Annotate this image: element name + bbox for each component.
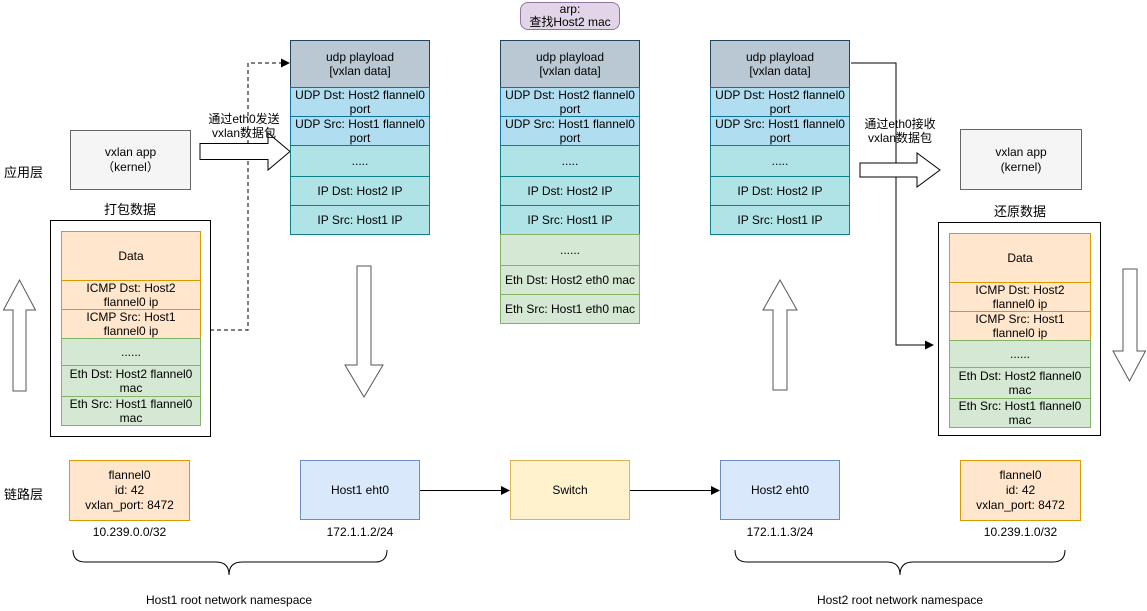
packet-field: UDP Src: Host1 flannel0 port bbox=[290, 116, 430, 146]
solid-connector-arrowhead-icon bbox=[925, 340, 934, 350]
packet-field: udp playload [vxlan data] bbox=[710, 40, 850, 88]
down-arrow-icon bbox=[1112, 268, 1147, 383]
host1-namespace-label: Host1 root network namespace bbox=[145, 593, 313, 607]
host1-to-switch-arrowhead-icon bbox=[501, 486, 510, 495]
packet-field: Data bbox=[61, 231, 201, 281]
udp-packet-stack-right: udp playload [vxlan data] UDP Dst: Host2… bbox=[710, 40, 850, 235]
packet-field: UDP Src: Host1 flannel0 port bbox=[710, 116, 850, 146]
packet-field: Eth Src: Host1 flannel0 mac bbox=[61, 396, 201, 426]
packet-field: Data bbox=[949, 233, 1091, 283]
packet-field: UDP Dst: Host2 flannel0 port bbox=[500, 87, 640, 117]
packet-field: Eth Dst: Host2 flannel0 mac bbox=[61, 365, 201, 397]
packet-field: ...... bbox=[61, 338, 201, 366]
packet-field: ICMP Dst: Host2 flannel0 ip bbox=[949, 282, 1091, 312]
receive-right-arrow-icon bbox=[859, 152, 941, 188]
dashed-connector bbox=[210, 62, 281, 331]
send-note: 通过eth0发送 vxlan数据包 bbox=[208, 112, 280, 140]
host1-eth0-node: Host1 eht0 bbox=[300, 460, 420, 520]
host2-namespace-label: Host2 root network namespace bbox=[816, 593, 984, 607]
packet-field: Eth Src: Host1 flannel0 mac bbox=[949, 398, 1091, 428]
dashed-connector-arrowhead-icon bbox=[281, 58, 290, 68]
solid-connector bbox=[851, 62, 925, 346]
arp-note: arp: 查找Host2 mac bbox=[520, 2, 620, 30]
packet-field: udp playload [vxlan data] bbox=[500, 40, 640, 88]
packed-data-label: 打包数据 bbox=[103, 202, 156, 217]
up-arrow-icon bbox=[2, 278, 37, 392]
packet-field: UDP Src: Host1 flannel0 port bbox=[500, 116, 640, 146]
packet-field: IP Dst: Host2 IP bbox=[710, 176, 850, 206]
packet-field: ICMP Src: Host1 flannel0 ip bbox=[949, 311, 1091, 341]
packet-field: Eth Src: Host1 eth0 mac bbox=[500, 294, 640, 324]
vxlan-app-left-box: vxlan app （kernel） bbox=[70, 130, 191, 190]
packed-data-box: Data ICMP Dst: Host2 flannel0 ip ICMP Sr… bbox=[50, 220, 211, 437]
host2-namespace-brace bbox=[734, 549, 1066, 576]
udp-packet-stack-middle: udp playload [vxlan data] UDP Dst: Host2… bbox=[500, 40, 640, 324]
packet-field: IP Dst: Host2 IP bbox=[500, 176, 640, 206]
up-arrow-icon bbox=[762, 278, 798, 391]
restored-data-label: 还原数据 bbox=[993, 204, 1046, 219]
packet-field: ICMP Src: Host1 flannel0 ip bbox=[61, 309, 201, 339]
host2-eth0-node: Host2 eht0 bbox=[720, 460, 840, 520]
restored-data-box: Data ICMP Dst: Host2 flannel0 ip ICMP Sr… bbox=[938, 222, 1101, 436]
packet-field: UDP Dst: Host2 flannel0 port bbox=[710, 87, 850, 117]
packet-field: ...... bbox=[500, 234, 640, 266]
vxlan-app-right-box: vxlan app (kernel) bbox=[960, 129, 1082, 190]
flannel0-left-subnet: 10.239.0.0/32 bbox=[92, 525, 167, 539]
send-right-arrow-icon bbox=[199, 131, 291, 172]
packet-field: udp playload [vxlan data] bbox=[290, 40, 430, 88]
host1-eth0-ip: 172.1.1.2/24 bbox=[326, 525, 394, 539]
host1-namespace-brace bbox=[72, 549, 388, 576]
packet-field: ..... bbox=[290, 145, 430, 177]
switch-to-host2-arrowhead-icon bbox=[711, 486, 720, 495]
packet-field: Eth Dst: Host2 eth0 mac bbox=[500, 265, 640, 295]
packet-field: UDP Dst: Host2 flannel0 port bbox=[290, 87, 430, 117]
flannel0-left-node: flannel0 id: 42 vxlan_port: 8472 bbox=[69, 460, 190, 521]
host2-eth0-ip: 172.1.1.3/24 bbox=[746, 525, 814, 539]
packet-field: ...... bbox=[949, 340, 1091, 368]
link-layer-label: 链路层 bbox=[4, 487, 44, 502]
packet-field: IP Src: Host1 IP bbox=[500, 205, 640, 235]
down-arrow-icon bbox=[344, 265, 384, 398]
receive-note: 通过eth0接收 vxlan数据包 bbox=[864, 117, 936, 145]
packet-field: IP Dst: Host2 IP bbox=[290, 176, 430, 206]
packet-field: ICMP Dst: Host2 flannel0 ip bbox=[61, 280, 201, 310]
app-layer-label: 应用层 bbox=[4, 165, 44, 180]
flannel0-right-subnet: 10.239.1.0/32 bbox=[983, 525, 1058, 539]
udp-packet-stack-left: udp playload [vxlan data] UDP Dst: Host2… bbox=[290, 40, 430, 235]
packet-field: IP Src: Host1 IP bbox=[290, 205, 430, 235]
switch-node: Switch bbox=[510, 460, 630, 520]
packet-field: ..... bbox=[500, 145, 640, 177]
flannel0-right-node: flannel0 id: 42 vxlan_port: 8472 bbox=[960, 460, 1081, 521]
packet-field: IP Src: Host1 IP bbox=[710, 205, 850, 235]
packet-field: Eth Dst: Host2 flannel0 mac bbox=[949, 367, 1091, 399]
packet-field: ..... bbox=[710, 145, 850, 177]
